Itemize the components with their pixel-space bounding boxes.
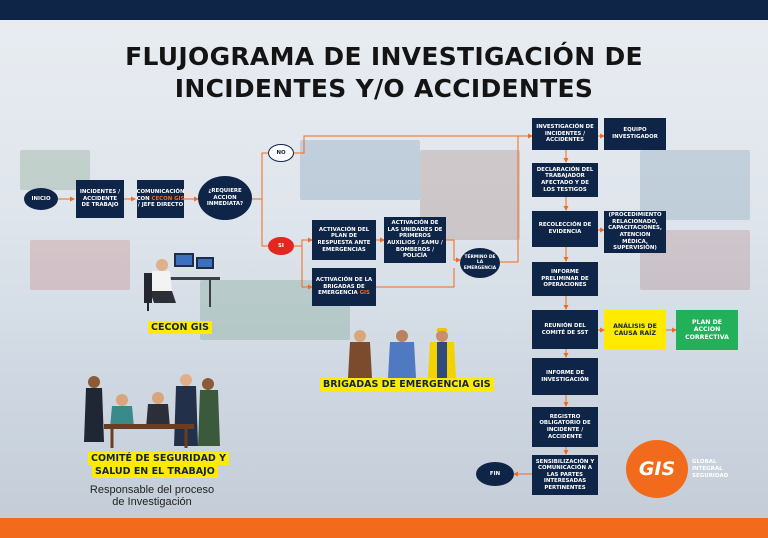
- committee-meeting-node: REUNIÓN DEL COMITÉ DE SST: [532, 310, 598, 349]
- bg-container: [640, 150, 750, 220]
- control-center-illustration: [144, 253, 220, 311]
- no-branch-node: NO: [268, 144, 294, 162]
- gis-logo-mark: GIS: [626, 440, 688, 498]
- gis-logo-word2: INTEGRAL: [692, 465, 723, 472]
- page-title-line1: FLUJOGRAMA DE INVESTIGACIÓN DE: [125, 42, 643, 71]
- committee-label-line1: COMITÉ DE SEGURIDAD Y: [88, 452, 229, 465]
- emergency-end-node: TÉRMINO DE LA EMERGENCIA: [460, 248, 500, 278]
- root-cause-node: ANÁLISIS DE CAUSA RAÍZ: [604, 310, 666, 350]
- incident-node: INCIDENTES / ACCIDENTE DE TRABAJO: [76, 180, 124, 218]
- communication-node: COMUNICACIÓN CON CECON GIS / JEFE DIRECT…: [136, 180, 185, 218]
- top-bar: [0, 0, 768, 20]
- responsible-text-line2: de Investigación: [112, 496, 192, 508]
- preliminary-report-node: INFORME PRELIMINAR DE OPERACIONES: [532, 262, 598, 296]
- start-node: INICIO: [24, 188, 58, 210]
- brigades-label: BRIGADAS DE EMERGENCIA GIS: [320, 378, 494, 391]
- first-aid-units-node: ACTIVACIÓN DE LAS UNIDADES DE PRIMEROS A…: [384, 217, 446, 263]
- responsible-text-line1: Responsable del proceso: [89, 484, 215, 496]
- gis-logo-word3: SEGURIDAD: [692, 472, 729, 479]
- cecon-label: CECON GIS: [148, 321, 212, 334]
- procedure-node: (PROCEDIMIENTO RELACIONADO, CAPACITACION…: [604, 211, 666, 253]
- end-node: FIN: [476, 462, 514, 486]
- evidence-node: RECOLECCIÓN DE EVIDENCIA: [532, 211, 598, 247]
- committee-illustration: [84, 374, 220, 448]
- page-title-line2: INCIDENTES Y/O ACCIDENTES: [174, 74, 594, 103]
- team-node: EQUIPO INVESTIGADOR: [604, 118, 666, 150]
- gis-logo-wordmark: GLOBAL INTEGRAL SEGURIDAD: [692, 459, 728, 479]
- registry-node: REGISTRO OBLIGATORIO DE INCIDENTE / ACCI…: [532, 407, 598, 447]
- communication-text-pre: COMUNICACIÓN CON: [136, 189, 185, 202]
- gis-logo-word1: GLOBAL: [692, 459, 717, 465]
- investigation-report-node: INFORME DE INVESTIGACIÓN: [532, 358, 598, 395]
- corrective-plan-node: PLAN DE ACCION CORRECTIVA: [676, 310, 738, 350]
- bottom-bar: [0, 518, 768, 538]
- brigades-node: ACTIVACIÓN DE LA BRIGADAS DE EMERGENCIA …: [312, 268, 376, 306]
- brigades-text-highlight: GIS: [359, 290, 370, 297]
- communication-text-highlight: CECON GIS: [151, 195, 185, 202]
- yes-branch-node: SI: [268, 237, 294, 255]
- decision-node: ¿REQUIERE ACCION INMEDIATA?: [198, 176, 252, 220]
- communication-text-post: / JEFE DIRECTO: [137, 202, 184, 209]
- bg-container: [300, 140, 420, 200]
- brigades-text-pre: ACTIVACIÓN DE LA BRIGADAS DE EMERGENCIA: [315, 277, 373, 297]
- brigades-illustration: [348, 328, 456, 378]
- bg-container: [30, 240, 130, 290]
- emergency-plan-node: ACTIVACIÓN DEL PLAN DE RESPUESTA ANTE EM…: [312, 220, 376, 260]
- committee-label-line2: SALUD EN EL TRABAJO: [92, 465, 218, 478]
- statement-node: DECLARACIÓN DEL TRABAJADOR AFECTADO Y DE…: [532, 163, 598, 197]
- gis-logo-text: GIS: [638, 458, 676, 480]
- awareness-node: SENSIBILIZACIÓN Y COMUNICACIÓN A LAS PAR…: [532, 455, 598, 495]
- investigation-node: INVESTIGACIÓN DE INCIDENTES / ACCIDENTES: [532, 118, 598, 150]
